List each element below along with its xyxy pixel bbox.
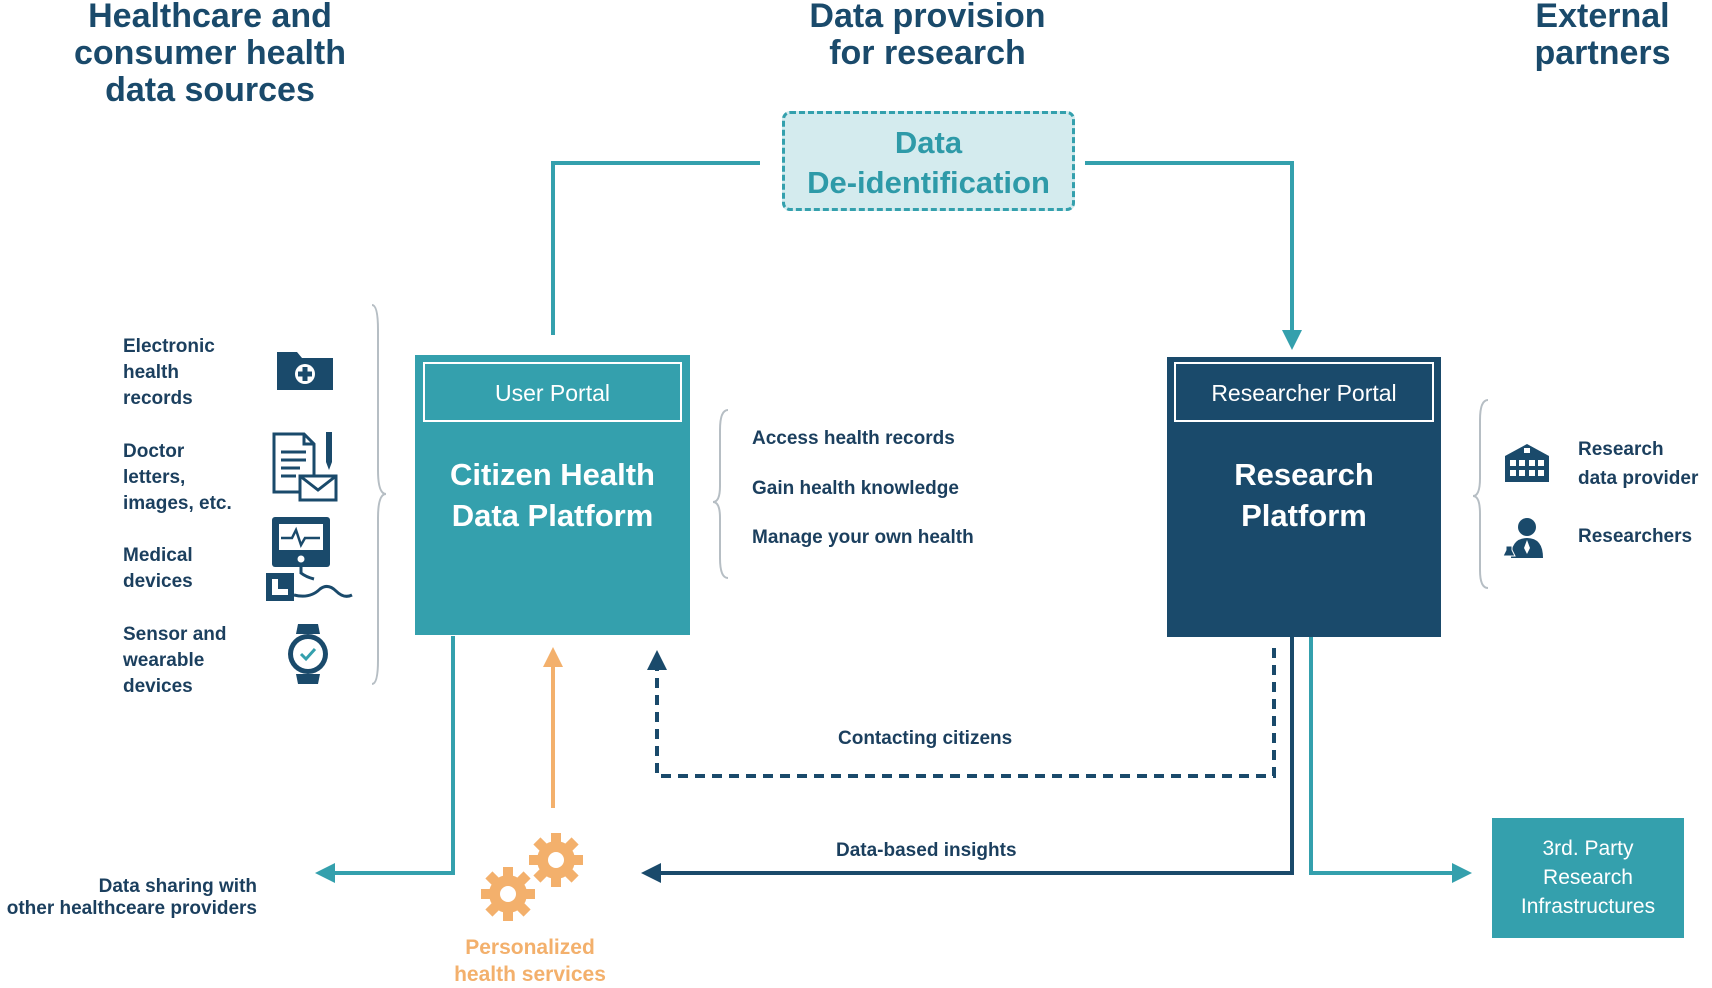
third-party-box: 3rd. Party Research Infrastructures	[1492, 818, 1684, 938]
contacting-citizens-label: Contacting citizens	[838, 728, 1013, 749]
deidentification-box: Data De-identification	[782, 111, 1075, 211]
research-platform-title: Research Platform	[1167, 454, 1441, 536]
data-sharing-label: Data sharing with other healthceare prov…	[0, 876, 257, 920]
building-icon	[1505, 444, 1549, 482]
citizen-health-platform: User Portal Citizen Health Data Platform	[415, 355, 690, 635]
header-line: Healthcare and	[88, 0, 332, 35]
platform-title-line: Data Platform	[451, 498, 654, 533]
research-platform: Researcher Portal Research Platform	[1167, 357, 1441, 637]
researcher-icon	[1503, 518, 1543, 558]
folder-plus-icon	[277, 352, 333, 390]
brace-external	[1472, 399, 1489, 589]
source-line: Electronic	[123, 336, 215, 357]
header-data-provision: Data provision for research	[760, 0, 1095, 72]
personalized-line: health services	[454, 963, 606, 986]
source-devices-label: Medical devices	[123, 543, 193, 595]
medical-device-icon	[266, 517, 353, 601]
researcher-portal-tab[interactable]: Researcher Portal	[1174, 362, 1434, 422]
feature-access-records: Access health records	[752, 428, 955, 449]
flow-line-data-sharing	[315, 636, 455, 883]
header-line: External	[1535, 0, 1670, 35]
header-data-sources: Healthcare and consumer health data sour…	[40, 0, 380, 109]
personalized-services-label: Personalized health services	[430, 934, 630, 988]
source-wearables-label: Sensor and wearable devices	[123, 622, 226, 700]
feature-health-knowledge: Gain health knowledge	[752, 478, 959, 499]
platform-title-line: Citizen Health	[450, 457, 655, 492]
third-party-line: Research	[1543, 866, 1633, 889]
source-line: letters,	[123, 467, 186, 488]
source-line: Doctor	[123, 441, 185, 462]
source-line: wearable	[123, 650, 205, 671]
header-line: partners	[1534, 34, 1671, 72]
platform-title-line: Research	[1234, 457, 1374, 492]
platform-title-line: Platform	[1241, 498, 1367, 533]
document-mail-icon	[272, 432, 338, 502]
external-line: data provider	[1578, 468, 1699, 489]
gears-icon	[481, 833, 583, 921]
data-sharing-line: Data sharing with	[98, 876, 257, 897]
data-sharing-line: other healthceare providers	[6, 898, 257, 919]
source-line: Medical	[123, 545, 193, 566]
third-party-line: 3rd. Party	[1542, 837, 1634, 860]
third-party-line: Infrastructures	[1520, 895, 1656, 918]
source-line: health	[123, 362, 179, 383]
header-line: for research	[829, 34, 1026, 72]
flow-line-contacting	[647, 648, 1276, 778]
feature-manage-health: Manage your own health	[752, 527, 974, 548]
header-line: consumer health	[73, 34, 347, 72]
source-ehr-label: Electronic health records	[123, 334, 215, 412]
personalized-line: Personalized	[465, 936, 595, 959]
source-line: records	[123, 388, 193, 409]
brace-sources	[371, 304, 387, 685]
source-line: devices	[123, 571, 193, 592]
flow-line-to-deidentification	[551, 161, 760, 335]
external-researchers-label: Researchers	[1578, 526, 1693, 547]
flow-line-to-research-platform	[1085, 161, 1302, 350]
deidentification-line: Data	[894, 125, 963, 160]
brace-features	[712, 409, 729, 579]
source-letters-label: Doctor letters, images, etc.	[123, 439, 232, 517]
flow-line-insights	[641, 636, 1294, 883]
external-line: Research	[1578, 439, 1664, 460]
header-external-partners: External partners	[1500, 0, 1705, 72]
source-line: Sensor and	[123, 624, 227, 645]
header-line: data sources	[105, 71, 315, 109]
header-line: Data provision	[809, 0, 1046, 35]
citizen-platform-title: Citizen Health Data Platform	[415, 454, 690, 536]
data-insights-label: Data-based insights	[836, 840, 1017, 861]
user-portal-tab[interactable]: User Portal	[423, 362, 682, 422]
source-line: devices	[123, 676, 193, 697]
source-line: images, etc.	[123, 493, 232, 514]
deidentification-line: De-identification	[807, 165, 1050, 200]
flow-line-third-party	[1309, 636, 1472, 883]
external-data-provider-label: Research data provider	[1578, 437, 1698, 492]
smartwatch-icon	[288, 624, 328, 684]
